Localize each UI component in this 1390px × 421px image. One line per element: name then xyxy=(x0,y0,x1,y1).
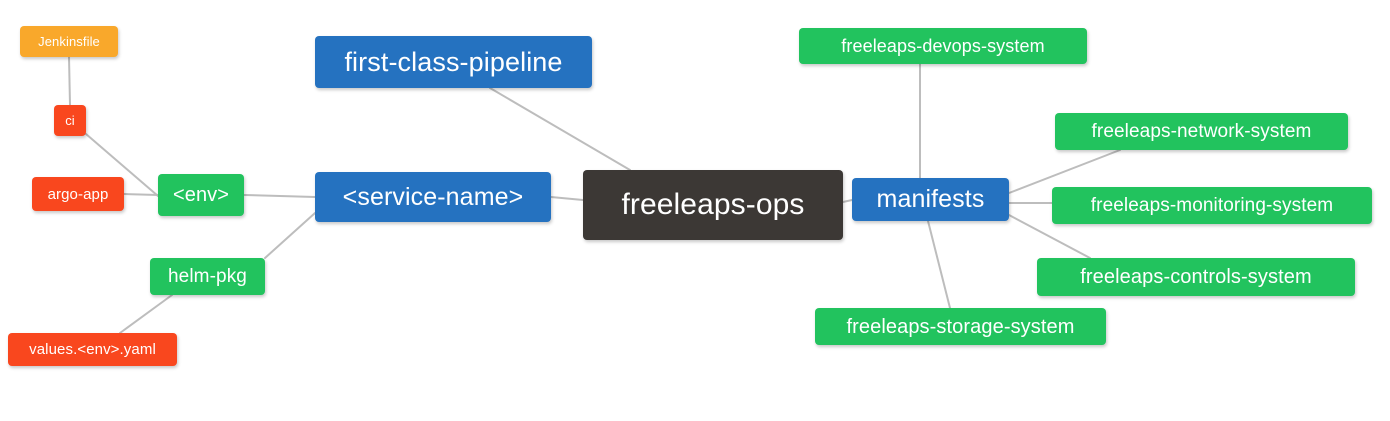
node-argo-app[interactable]: argo-app xyxy=(32,177,124,211)
node-monitoring-system[interactable]: freeleaps-monitoring-system xyxy=(1052,187,1372,224)
edge-manifests-to-storage-system xyxy=(927,220,951,309)
node-network-system[interactable]: freeleaps-network-system xyxy=(1055,113,1348,150)
node-jenkinsfile[interactable]: Jenkinsfile xyxy=(20,26,118,57)
edge-helm-pkg-to-values-yaml xyxy=(119,294,173,334)
edge-freeleaps-ops-to-manifests xyxy=(842,199,853,203)
node-values-yaml[interactable]: values.<env>.yaml xyxy=(8,333,177,366)
node-devops-system[interactable]: freeleaps-devops-system xyxy=(799,28,1087,64)
node-storage-system[interactable]: freeleaps-storage-system xyxy=(815,308,1106,345)
edge-first-class-pipeline-to-freeleaps-ops xyxy=(489,87,631,171)
edge-service-name-to-freeleaps-ops xyxy=(550,196,584,201)
node-manifests[interactable]: manifests xyxy=(852,178,1009,221)
node-helm-pkg[interactable]: helm-pkg xyxy=(150,258,265,295)
node-freeleaps-ops[interactable]: freeleaps-ops xyxy=(583,170,843,240)
node-first-class-pipeline[interactable]: first-class-pipeline xyxy=(315,36,592,88)
edge-env-to-service-name xyxy=(243,194,316,198)
node-controls-system[interactable]: freeleaps-controls-system xyxy=(1037,258,1355,296)
edge-service-name-to-helm-pkg xyxy=(264,212,316,259)
edge-argo-app-to-env xyxy=(123,193,159,196)
node-env[interactable]: <env> xyxy=(158,174,244,216)
node-service-name[interactable]: <service-name> xyxy=(315,172,551,222)
edge-jenkinsfile-to-ci xyxy=(68,56,71,106)
node-ci[interactable]: ci xyxy=(54,105,86,136)
